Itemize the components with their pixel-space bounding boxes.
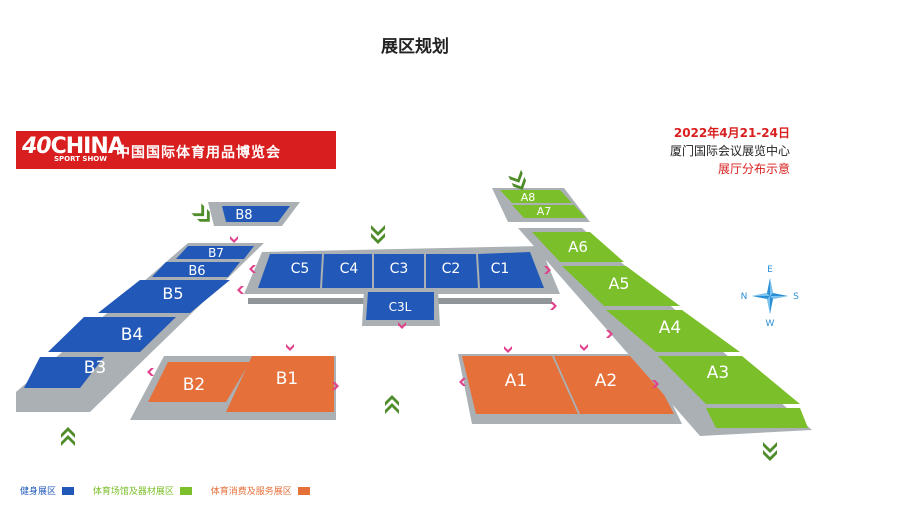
hall-b7-label: B7 <box>208 246 224 260</box>
page-title: 展区规划 <box>381 37 449 57</box>
legend-item-fitness: 健身展区 <box>20 484 75 497</box>
legend-swatch <box>62 486 75 495</box>
hall-c2-label: C2 <box>442 261 461 277</box>
event-venue: 厦门国际会议展览中心 <box>669 144 790 158</box>
brand-banner: 40CHINA SPORT SHOW 中国国际体育用品博览会 <box>16 131 336 169</box>
compass-n: N <box>741 292 748 302</box>
legend-item-consumer: 体育消费及服务展区 <box>211 484 310 497</box>
doorway-icon <box>398 322 406 329</box>
hall-c3l-shape[interactable] <box>366 292 434 320</box>
doorway-icon <box>230 236 238 243</box>
hall-c1-label: C1 <box>491 261 510 277</box>
doorway-icon <box>652 380 659 388</box>
legend-label: 健身展区 <box>20 487 57 497</box>
b-wing <box>16 243 264 412</box>
legend-swatch <box>179 486 192 495</box>
entrance-arrow-icon <box>371 225 385 244</box>
legend-label: 体育消费及服务展区 <box>210 487 292 497</box>
legend: 健身展区 体育场馆及器材展区 体育消费及服务展区 <box>20 484 326 497</box>
event-info: 2022年4月21-24日 厦门国际会议展览中心 展厅分布示意 <box>670 124 790 178</box>
hall-a8-label: A8 <box>521 191 536 204</box>
hall-b8-shape[interactable] <box>222 206 290 222</box>
hall-labels: B8 B7 B6 B5 B4 B3 B2 B1 C5 C4 C3 C2 C1 C… <box>84 191 729 395</box>
expo-name: 中国国际体育用品博览会 <box>116 145 281 161</box>
doorway-icon <box>147 368 154 376</box>
doorway-icon <box>332 382 339 390</box>
doorway-icon <box>550 302 557 310</box>
logo-word: CHINA <box>50 134 125 159</box>
hall-a5-shape[interactable] <box>562 266 680 306</box>
hall-c3l-label: C3L <box>389 300 412 314</box>
logo-number: 40 <box>22 134 52 159</box>
doorway-icon <box>249 265 256 273</box>
hall-a4-shape[interactable] <box>606 310 740 352</box>
doorway-icon <box>580 344 588 351</box>
hall-b5-label: B5 <box>162 284 183 303</box>
entrance-arrow-icon <box>385 395 399 414</box>
hall-c5-label: C5 <box>291 261 310 277</box>
compass-e: E <box>767 265 773 275</box>
hall-b5-shape[interactable] <box>98 280 230 313</box>
hall-c5-shape[interactable] <box>258 254 322 288</box>
hall-a6-label: A6 <box>568 238 588 256</box>
hall-b2-label: B2 <box>183 375 205 395</box>
hall-a6-shape[interactable] <box>532 232 624 262</box>
doorway-icon <box>459 378 466 386</box>
event-date: 2022年4月21-24日 <box>673 126 790 140</box>
hall-b4-label: B4 <box>121 325 143 345</box>
hall-b8-label: B8 <box>235 208 252 223</box>
compass-s: S <box>793 292 799 302</box>
hall-a1-label: A1 <box>505 371 527 391</box>
legend-swatch <box>297 486 310 495</box>
doorway-marks <box>147 236 659 390</box>
hall-c3-shape[interactable] <box>374 254 424 288</box>
logo-subtitle: SPORT SHOW <box>54 155 107 163</box>
hall-a3-label: A3 <box>707 363 729 383</box>
hall-c4-shape[interactable] <box>322 254 372 288</box>
hall-b7-shape[interactable] <box>176 246 254 259</box>
brand-logo: 40CHINA <box>22 134 125 159</box>
map-note: 展厅分布示意 <box>717 162 790 176</box>
hall-a7-shape[interactable] <box>512 205 586 218</box>
doorway-icon <box>544 266 551 274</box>
hall-a1-shape[interactable] <box>462 356 578 414</box>
doorway-icon <box>286 344 294 351</box>
entrance-arrow-icon <box>763 442 777 461</box>
hall-b3-label: B3 <box>84 358 106 378</box>
hall-a8-shape[interactable] <box>500 190 572 203</box>
hall-b1-shape[interactable] <box>226 356 334 412</box>
hall-b3-shape[interactable] <box>24 357 104 388</box>
hall-b6-shape[interactable] <box>152 262 240 277</box>
hall-c2-shape[interactable] <box>426 254 478 288</box>
hall-a4-label: A4 <box>659 318 681 338</box>
legend-item-venues: 体育场馆及器材展区 <box>93 484 192 497</box>
a3-extension <box>706 408 808 428</box>
hall-a3-shape[interactable] <box>658 356 800 404</box>
hall-a5-label: A5 <box>608 274 629 293</box>
hall-b4-shape[interactable] <box>48 317 176 352</box>
hall-c3-label: C3 <box>390 261 409 277</box>
doorway-icon <box>504 346 512 353</box>
hall-c4-label: C4 <box>340 261 359 277</box>
doorway-icon <box>237 286 244 294</box>
hall-b1-label: B1 <box>276 369 298 389</box>
entrance-arrow-icon <box>61 427 75 446</box>
compass: E W N S <box>741 265 800 329</box>
hall-b6-label: B6 <box>188 264 205 279</box>
hall-c1-shape[interactable] <box>478 252 544 288</box>
legend-label: 体育场馆及器材展区 <box>92 487 174 497</box>
compass-star-icon <box>752 278 788 314</box>
hall-a2-label: A2 <box>595 371 617 391</box>
doorway-icon <box>606 330 613 338</box>
hall-b2-shape[interactable] <box>148 362 250 402</box>
hall-a7-label: A7 <box>537 205 552 218</box>
compass-w: W <box>766 319 775 329</box>
